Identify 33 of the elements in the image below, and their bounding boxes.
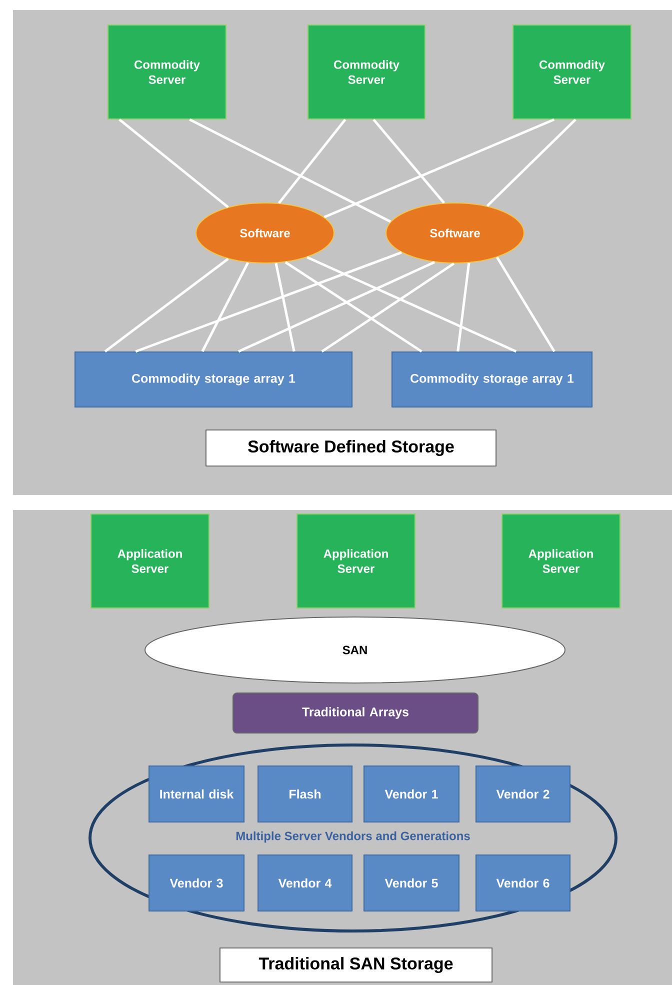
server-box: Commodity Server	[108, 24, 226, 120]
connector-line	[324, 118, 555, 218]
storage-box: Commodity storage array 1	[74, 352, 352, 408]
storage-box: Internal disk	[148, 766, 244, 822]
connector-line	[321, 262, 455, 353]
storage-box: Vendor 4	[258, 854, 352, 912]
connector-line	[278, 118, 346, 204]
connector-line	[189, 118, 392, 223]
storage-box: Vendor 3	[148, 854, 244, 912]
connector-line	[496, 256, 556, 352]
connector-line	[486, 118, 576, 207]
server-box: Commodity Server	[308, 24, 426, 120]
server-box: Commodity Server	[512, 24, 632, 120]
connector-line	[135, 251, 402, 353]
connector-line	[306, 256, 517, 353]
storage-box: Vendor 1	[364, 766, 460, 822]
storage-box: Commodity storage array 1	[392, 352, 592, 408]
connector-line	[372, 118, 445, 204]
server-box: Application Server	[90, 514, 210, 608]
connector-line	[201, 262, 250, 352]
connector-line	[274, 262, 296, 352]
storage-box: Flash	[258, 766, 352, 822]
storage-box: Vendor 2	[476, 766, 570, 822]
storage-box: Vendor 5	[364, 854, 460, 912]
array-bar: Traditional Arrays	[232, 692, 478, 734]
connector-line	[456, 262, 470, 352]
server-box: Application Server	[296, 514, 416, 608]
connector-line	[104, 258, 229, 352]
connector-line	[238, 261, 436, 353]
storage-box: Vendor 6	[476, 854, 570, 912]
connector-line	[118, 118, 229, 208]
connector-line	[284, 261, 422, 353]
server-box: Application Server	[502, 514, 620, 608]
